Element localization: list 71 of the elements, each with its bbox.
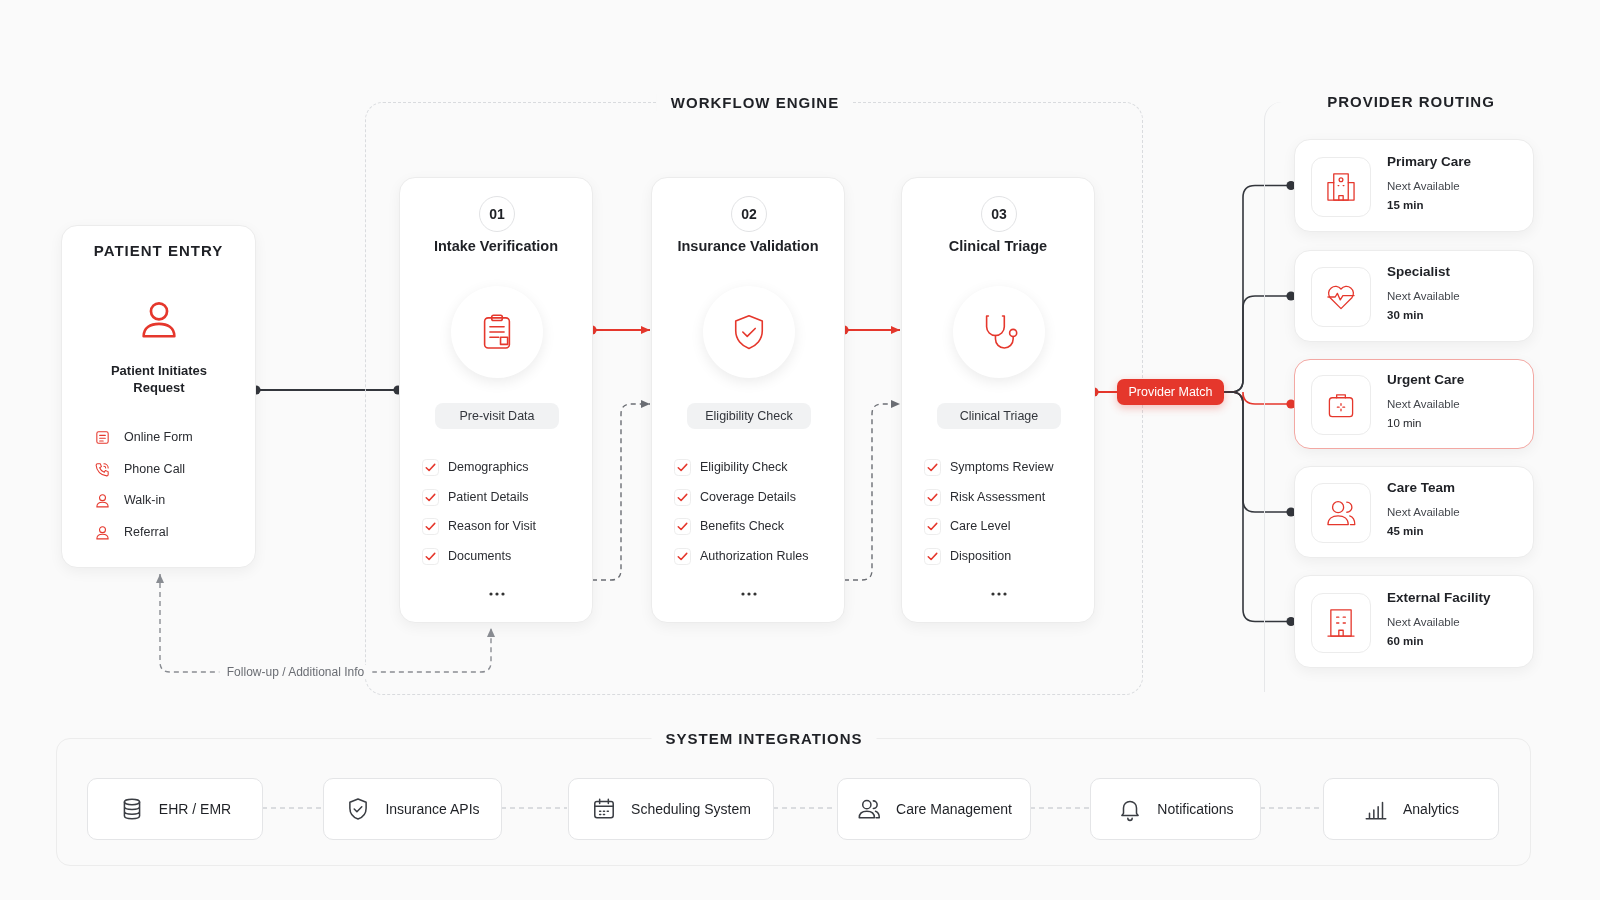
integration-label: Analytics xyxy=(1403,801,1459,817)
integration-card xyxy=(323,778,502,840)
dashed-connector xyxy=(261,807,323,809)
status-pill: Provider Match xyxy=(1117,379,1224,405)
provider-name: Urgent Care xyxy=(1387,372,1465,387)
integration-card xyxy=(1323,778,1499,840)
tag-label: Pre-visit Data xyxy=(435,403,559,429)
provider-card xyxy=(1294,575,1534,668)
edge-label: Follow-up / Additional Info xyxy=(218,665,373,679)
provider-card xyxy=(1294,250,1534,342)
availability-label: Next Available xyxy=(1387,290,1460,302)
integration-card xyxy=(87,778,263,840)
step-number: 02 xyxy=(731,196,767,232)
provider-card xyxy=(1294,466,1534,558)
dashed-connector xyxy=(500,807,568,809)
list-item: Reason for Visit xyxy=(448,519,536,533)
list-item: Risk Assessment xyxy=(950,489,1046,504)
list-item: Disposition xyxy=(950,548,1012,563)
wait-time: 30 min xyxy=(1387,309,1424,321)
dashed-connector xyxy=(843,400,901,581)
card-title: Clinical Triage xyxy=(947,238,1049,254)
wait-time: 60 min xyxy=(1387,634,1424,647)
step-number: 03 xyxy=(981,196,1017,232)
step-number: 01 xyxy=(479,196,515,232)
list-item: Documents xyxy=(448,548,512,563)
list-item: Walk-in xyxy=(124,493,166,507)
step-card xyxy=(901,177,1095,623)
integration-label: Notifications xyxy=(1157,801,1234,817)
list-item: Eligibility Check xyxy=(700,460,788,474)
tag-label: Eligibility Check xyxy=(687,403,811,429)
card-title: PATIENT ENTRY xyxy=(92,242,225,259)
list-item: Referral xyxy=(124,524,169,539)
integration-label: Scheduling System xyxy=(631,801,751,817)
list-item: Demographics xyxy=(448,460,529,474)
list-item: Care Level xyxy=(950,519,1011,533)
list-item: Authorization Rules xyxy=(700,548,809,563)
step-card xyxy=(399,177,593,623)
list-item: Symptoms Review xyxy=(950,460,1054,474)
availability-label: Next Available xyxy=(1387,615,1460,628)
entry-card xyxy=(61,225,256,568)
card-title: Insurance Validation xyxy=(676,238,820,254)
provider-name: Specialist xyxy=(1387,264,1451,279)
integration-label: Insurance APIs xyxy=(385,801,480,817)
list-item: Benefits Check xyxy=(700,519,785,533)
list-item: Online Form xyxy=(124,430,193,444)
provider-card xyxy=(1294,359,1534,449)
wait-time: 10 min xyxy=(1387,417,1422,429)
dashed-connector xyxy=(1029,807,1090,809)
integration-card xyxy=(568,778,774,840)
dashed-connector xyxy=(591,400,651,581)
list-item: Patient Details xyxy=(448,489,529,504)
provider-name: External Facility xyxy=(1387,589,1491,605)
integration-card xyxy=(1090,778,1261,840)
list-item: Coverage Details xyxy=(700,489,796,504)
integration-card xyxy=(837,778,1031,840)
card-subtitle: Patient Initiates Request xyxy=(109,362,209,396)
provider-card xyxy=(1294,139,1534,232)
connector xyxy=(1223,391,1296,627)
tag-label: Clinical Triage xyxy=(937,403,1061,429)
availability-label: Next Available xyxy=(1387,179,1460,192)
provider-name: Care Team xyxy=(1387,480,1456,495)
integration-label: Care Management xyxy=(896,801,1012,817)
card-title: Intake Verification xyxy=(432,238,560,254)
wait-time: 45 min xyxy=(1387,525,1424,537)
step-card xyxy=(651,177,845,623)
provider-name: Primary Care xyxy=(1387,153,1472,169)
availability-label: Next Available xyxy=(1387,398,1460,410)
list-item: Phone Call xyxy=(124,461,186,476)
integration-label: EHR / EMR xyxy=(158,801,232,817)
wait-time: 15 min xyxy=(1387,198,1424,211)
availability-label: Next Available xyxy=(1387,506,1460,518)
